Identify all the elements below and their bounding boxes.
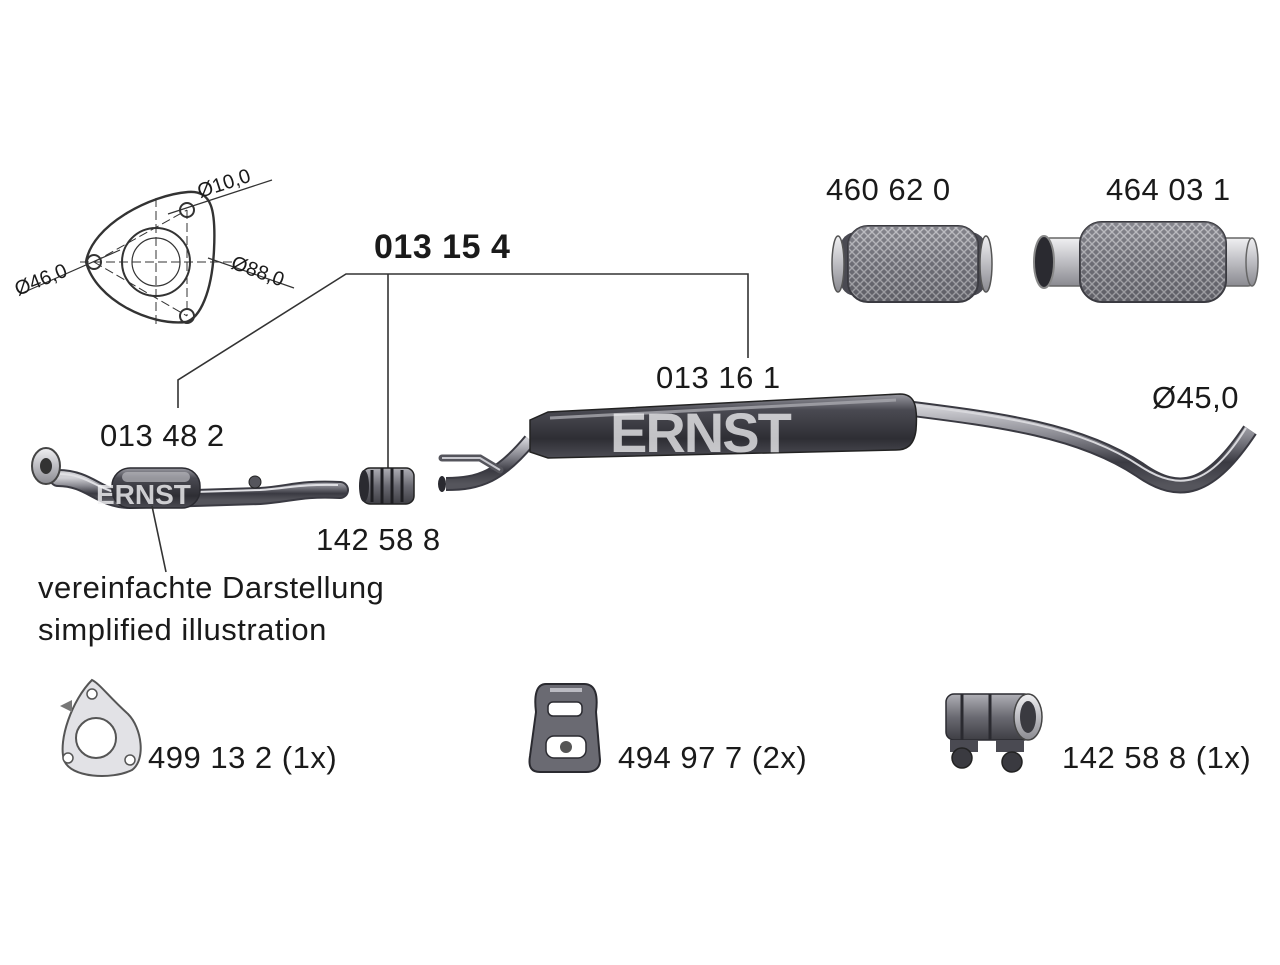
note-german: vereinfachte Darstellung <box>38 570 385 605</box>
front-pipe-part <box>31 447 349 510</box>
middle-silencer-label: 013 16 1 <box>656 360 781 395</box>
dimension-pipe-bore: Ø46,0 <box>12 260 71 301</box>
note-pointer <box>151 505 167 573</box>
front-pipe-watermark: ERNST <box>96 479 191 510</box>
note-english: simplified illustration <box>38 612 327 647</box>
middle-silencer-part <box>438 393 1257 494</box>
flex-pipe-a-part <box>831 225 993 303</box>
flange-drawing <box>19 179 295 326</box>
silencer-watermark: ERNST <box>610 401 792 464</box>
pipe-clamp-icon <box>945 693 1043 773</box>
accessory-clamp-label: 142 58 8 (1x) <box>1062 740 1252 775</box>
flex-pipe-b-part <box>1033 221 1259 303</box>
accessory-mount-label: 494 97 7 (2x) <box>618 740 808 775</box>
flex-pipe-b-label: 464 03 1 <box>1106 172 1231 207</box>
assembly-bracket <box>177 273 749 470</box>
dimension-bolt-hole: Ø10,0 <box>195 165 254 203</box>
rubber-mount-icon <box>528 683 602 773</box>
flex-pipe-a-label: 460 62 0 <box>826 172 951 207</box>
gasket-icon <box>60 678 142 777</box>
assembly-number-label: 013 15 4 <box>374 228 511 266</box>
accessory-gasket-label: 499 13 2 (1x) <box>148 740 338 775</box>
dimension-bolt-circle: Ø88,0 <box>228 252 287 291</box>
connector-part <box>359 467 415 505</box>
tailpipe-diameter-label: Ø45,0 <box>1152 380 1239 415</box>
front-pipe-label: 013 48 2 <box>100 418 225 453</box>
connector-label: 142 58 8 <box>316 522 441 557</box>
